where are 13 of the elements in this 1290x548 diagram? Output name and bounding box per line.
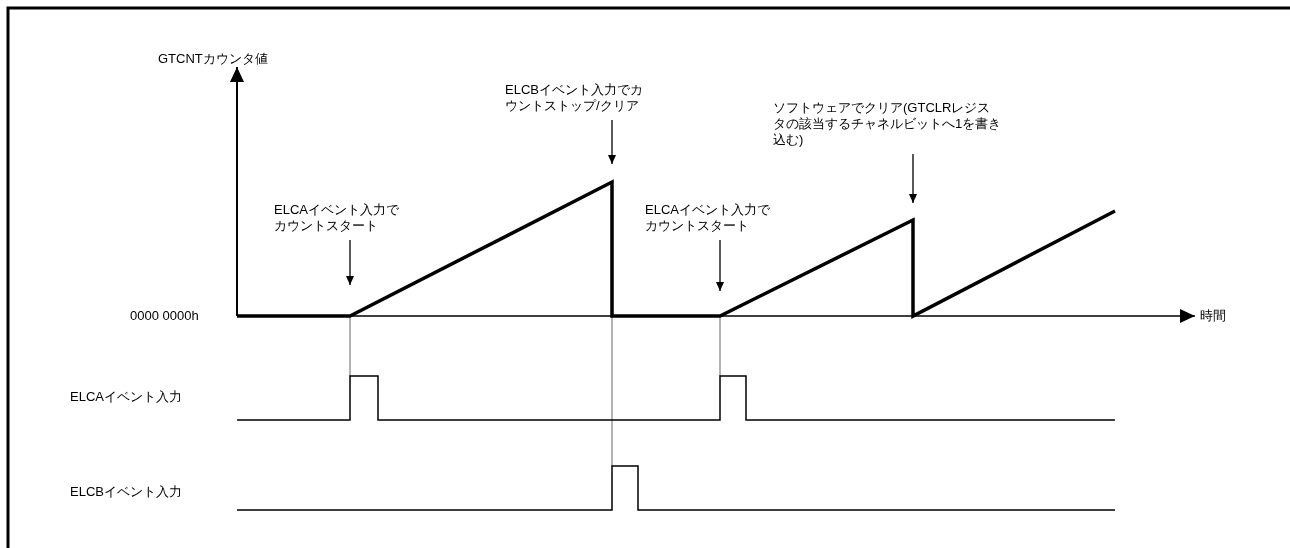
arrow: [346, 239, 354, 286]
arrow: [716, 239, 724, 292]
signal-name: ELCAイベント入力: [70, 389, 182, 405]
arrow: [608, 119, 616, 165]
axis-label: 時間: [1200, 308, 1226, 324]
annotation-text: ELCAイベント入力でカウントスタート: [645, 202, 771, 234]
annotation-text: ELCAイベント入力でカウントスタート: [274, 202, 400, 234]
signal-name: ELCBイベント入力: [70, 484, 182, 500]
annotation-text: ELCBイベント入力でカウントストップ/クリア: [505, 82, 644, 114]
arrow: [909, 153, 917, 204]
axis-label: GTCNTカウンタ値: [158, 51, 268, 67]
axis-value-label: 0000 0000h: [130, 308, 199, 324]
annotation-text: ソフトウェアでクリア(GTCLRレジスタの該当するチャネルビットへ1を書き込む): [773, 100, 1003, 148]
